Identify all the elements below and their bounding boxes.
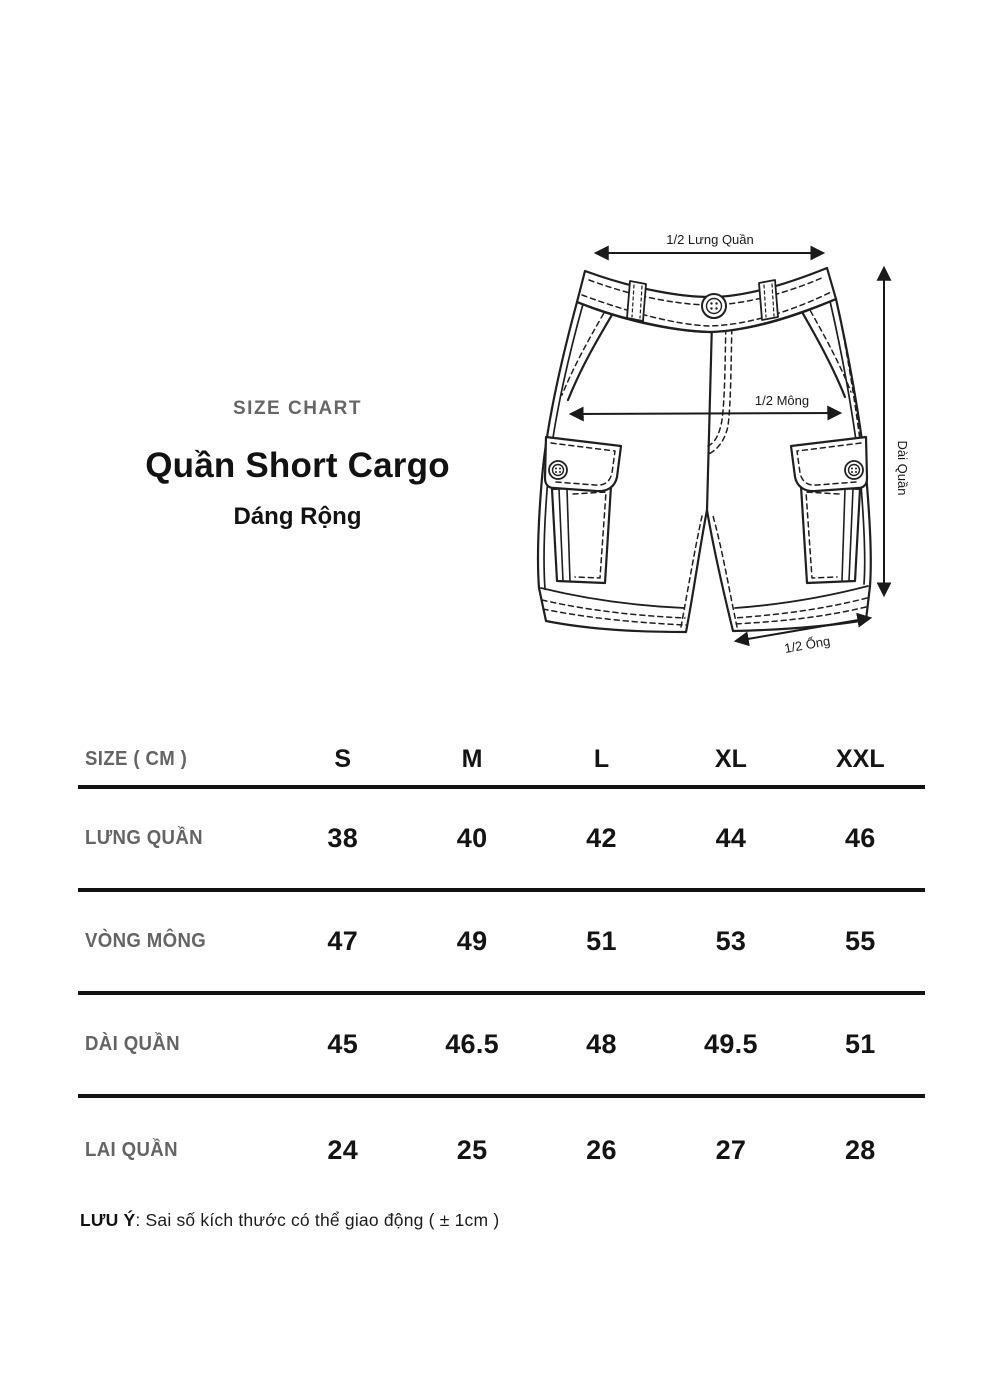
size-column-xxl: XXL	[835, 744, 885, 773]
size-column-xl: XL	[714, 744, 747, 773]
cell-value: 26	[586, 1135, 617, 1165]
hem-arrow	[733, 612, 873, 647]
row-label: LƯNG QUẦN	[85, 827, 203, 849]
hip-measure-label: 1/2 Mông	[755, 393, 809, 408]
shorts-technical-diagram: 1/2 Lưng Quần 1/2 Mông Dài Quần 1/2 Ống	[520, 200, 950, 680]
cell-value: 40	[456, 823, 488, 853]
cell-value: 47	[327, 926, 359, 956]
table-row-hip: VÒNG MÔNG 47 49 51 53 55	[78, 892, 925, 995]
size-table: SIZE ( CM ) S M L XL XXL LƯNG QUẦN 38 40…	[78, 733, 925, 1203]
size-column-m: M	[461, 744, 483, 773]
cell-value: 42	[586, 823, 617, 853]
cargo-shorts-sketch: 1/2 Lưng Quần 1/2 Mông Dài Quần 1/2 Ống	[536, 232, 910, 656]
waist-measure-label: 1/2 Lưng Quần	[666, 232, 754, 247]
cell-value: 49.5	[704, 1029, 758, 1059]
hem-measure-label: 1/2 Ống	[783, 633, 831, 656]
cell-value: 51	[586, 926, 617, 956]
size-column-s: S	[334, 744, 352, 773]
size-column-l: L	[593, 744, 610, 773]
note-prefix: LƯU Ý	[80, 1210, 136, 1230]
row-label: DÀI QUẦN	[85, 1033, 180, 1055]
cell-value: 55	[844, 926, 876, 956]
measurement-arrows	[568, 245, 892, 647]
cell-value: 45	[327, 1029, 359, 1059]
cell-value: 24	[327, 1135, 359, 1165]
shorts-outline	[536, 266, 872, 634]
table-row-length: DÀI QUẦN 45 46.5 48 49.5 51	[78, 995, 925, 1098]
cell-value: 44	[715, 823, 747, 853]
cell-value: 28	[844, 1135, 876, 1165]
product-title: Quần Short Cargo	[145, 446, 450, 485]
row-label: VÒNG MÔNG	[85, 930, 207, 952]
cell-value: 46.5	[445, 1029, 499, 1059]
note-text: : Sai số kích thước có thể giao động ( ±…	[135, 1210, 500, 1230]
product-fit-subtitle: Dáng Rộng	[233, 503, 362, 530]
table-row-waist: LƯNG QUẦN 38 40 42 44 46	[78, 789, 925, 892]
cell-value: 46	[844, 823, 876, 853]
cell-value: 53	[715, 926, 747, 956]
waistband-button-icon	[701, 293, 727, 319]
cell-value: 27	[715, 1135, 747, 1165]
cell-value: 49	[456, 926, 488, 956]
length-measure-label: Dài Quần	[895, 441, 910, 496]
title-block: SIZE CHART Quần Short Cargo Dáng Rộng	[90, 398, 505, 531]
row-label: LAI QUẦN	[85, 1139, 178, 1161]
tolerance-note: LƯU Ý: Sai số kích thước có thể giao độn…	[80, 1210, 499, 1231]
size-chart-eyebrow: SIZE CHART	[233, 398, 362, 419]
table-row-hem: LAI QUẦN 24 25 26 27 28	[78, 1098, 925, 1203]
cell-value: 38	[327, 823, 359, 853]
hip-arrow	[568, 405, 843, 422]
cell-value: 48	[586, 1029, 617, 1059]
size-table-header-row: SIZE ( CM ) S M L XL XXL	[78, 733, 925, 789]
size-unit-header: SIZE ( CM )	[85, 747, 188, 770]
cell-value: 25	[456, 1135, 488, 1165]
cell-value: 51	[844, 1029, 876, 1059]
